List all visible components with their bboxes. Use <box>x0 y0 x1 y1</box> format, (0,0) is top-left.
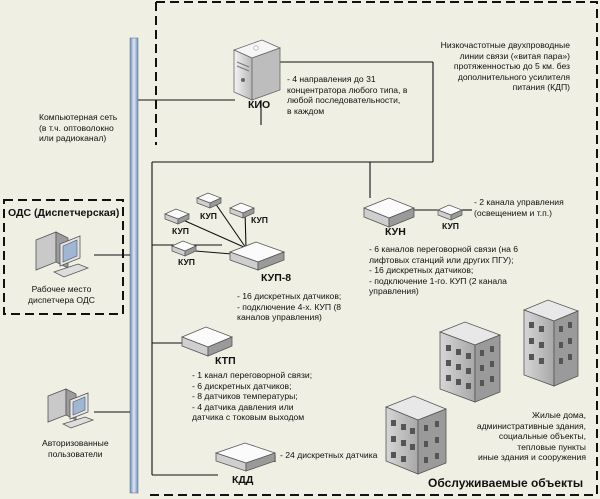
network-label: Компьютерная сеть (в т.ч. оптоволокно ил… <box>39 112 117 144</box>
lines-note-line: линии связи («витая пара») <box>459 50 570 61</box>
served-area-border <box>145 1 598 496</box>
objects-desc: Жилые дома, административные здания, соц… <box>450 410 586 463</box>
kio-desc: - 4 направления до 31 концентратора любо… <box>287 74 407 116</box>
network-label-line: (в т.ч. оптоволокно <box>39 122 114 133</box>
building-icon <box>522 299 580 387</box>
lines-note-line: дополнительного усилителя <box>457 71 570 82</box>
objects-desc-line: социальные объекты, <box>498 431 586 441</box>
users-label-line: пользователи <box>48 448 103 459</box>
kup8-box-icon <box>228 241 286 271</box>
kun-label: КУН <box>385 226 406 238</box>
ktp-desc-line: - 1 канал переговорной связи; <box>192 370 313 380</box>
network-label-line: Компьютерная сеть <box>39 112 118 122</box>
users-workstation-icon <box>47 388 95 429</box>
kun-box-icon <box>362 197 416 228</box>
kio-desc-line: любой последовательности, <box>287 95 401 105</box>
network-bus <box>129 37 139 494</box>
lines-note-line: питания (КДП) <box>512 82 570 92</box>
kun-desc: - 6 каналов переговорной связи (на 6 лиф… <box>369 244 518 297</box>
kup-small-box-icon <box>229 202 255 219</box>
objects-desc-line: тепловые пункты <box>517 441 586 452</box>
kun-kup-desc-line: - 2 канала управления <box>474 197 564 207</box>
kio-server-icon <box>232 39 282 101</box>
kun-desc-line: лифтовых станций или других ПГУ); <box>369 254 514 265</box>
ktp-desc-line: - 8 датчиков температуры; <box>192 391 298 401</box>
kdd-desc: - 24 дискретных датчика <box>280 450 378 460</box>
bus-taps <box>94 254 130 413</box>
building-icon <box>384 395 448 475</box>
kun-desc-line: - 6 каналов переговорной связи (на 6 <box>369 244 519 254</box>
kup8-label: КУП-8 <box>261 272 292 284</box>
kup-small-box-icon <box>171 240 197 257</box>
kio-desc-line: - 4 направления до 31 <box>287 74 376 84</box>
ktp-box-icon <box>180 326 234 357</box>
kun-kup-desc: - 2 канала управления (освещением и т.п.… <box>474 197 564 218</box>
kup-label: КУП <box>172 226 189 236</box>
kup-small-box-icon <box>164 208 190 225</box>
workstation-label-line: диспетчера ОДС <box>28 294 95 305</box>
objects-desc-line: иные здания и сооружения <box>478 452 586 462</box>
network-label-line: или радиоканал) <box>39 133 107 143</box>
kup-label: КУП <box>251 215 268 225</box>
dispatcher-workstation-icon <box>35 231 90 278</box>
building-icon <box>438 321 502 403</box>
objects-desc-line: Жилые дома, <box>532 410 586 420</box>
objects-desc-line: административные здания, <box>476 420 586 431</box>
kio-label: КИО <box>248 99 271 111</box>
kup-label: КУП <box>200 211 217 221</box>
kup8-desc: - 16 дискретных датчиков; - подключение … <box>237 291 341 323</box>
ods-region-border <box>3 199 124 315</box>
ktp-label: КТП <box>215 355 236 367</box>
kdd-box-icon <box>214 442 277 472</box>
connection-lines <box>136 61 472 476</box>
kdd-label: КДД <box>232 474 254 486</box>
kup8-desc-line: - подключение 4-х. КУП (8 <box>237 301 342 312</box>
workstation-label-line: Рабочее место <box>31 284 92 294</box>
kup-label: КУП <box>178 257 195 267</box>
lines-note: Низкочастотные двухпроводные линии связи… <box>436 40 570 93</box>
kup8-desc-line: каналов управления) <box>237 312 322 322</box>
kun-kup-desc-line: (освещением и т.п.) <box>474 207 553 218</box>
kup-label: КУП <box>442 221 459 231</box>
lines-note-line: протяженностью до 5 км. без <box>453 61 570 71</box>
kup-small-box-icon <box>196 192 222 209</box>
ods-title: ОДС (Диспетчерская) <box>8 207 120 219</box>
kup-small-box-icon <box>437 204 463 221</box>
ktp-desc-line: - 4 датчика давления или <box>192 401 294 412</box>
kun-desc-line: - подключение 1-го. КУП (2 канала <box>369 275 507 286</box>
ktp-desc: - 1 канал переговорной связи; - 6 дискре… <box>192 370 312 423</box>
served-objects-title: Обслуживаемые объекты <box>428 476 584 490</box>
kio-desc-line: концентратора любого типа, в <box>287 84 408 95</box>
kio-desc-line: в каждом <box>287 105 325 116</box>
users-label: Авторизованные пользователи <box>42 438 109 459</box>
lines-note-line: Низкочастотные двухпроводные <box>440 40 570 50</box>
ktp-desc-line: датчика с токовым выходом <box>192 412 305 422</box>
kun-desc-line: управления) <box>369 286 419 296</box>
workstation-label: Рабочее место диспетчера ОДС <box>28 284 95 305</box>
kup8-desc-line: - 16 дискретных датчиков; <box>237 291 342 301</box>
ktp-desc-line: - 6 дискретных датчиков; <box>192 380 292 391</box>
kun-desc-line: - 16 дискретных датчиков; <box>369 265 474 275</box>
users-label-line: Авторизованные <box>42 438 109 448</box>
